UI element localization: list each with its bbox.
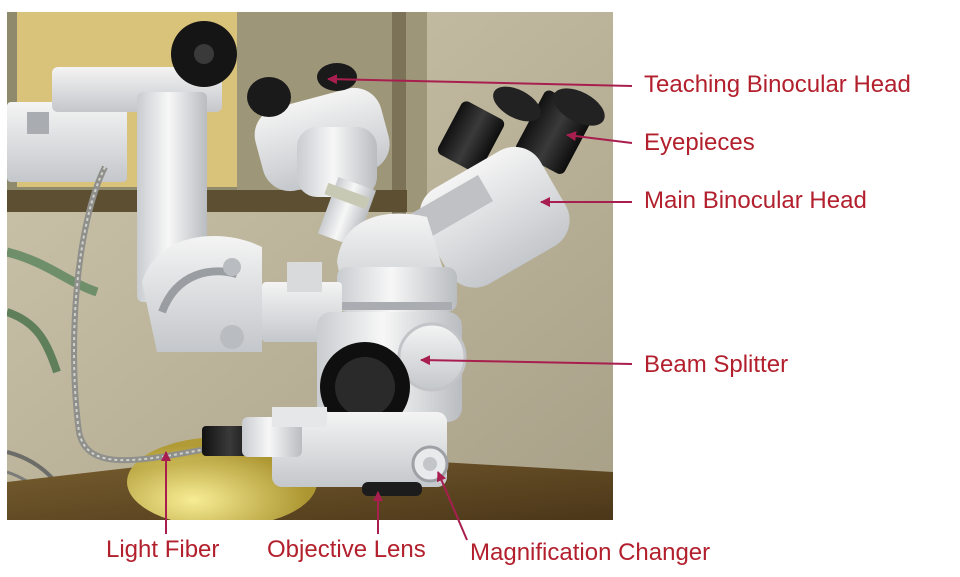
teaching-head-assembly	[247, 63, 390, 248]
beam-splitter-cap	[397, 322, 467, 392]
microscope-photo	[7, 12, 613, 520]
label-objective-lens: Objective Lens	[267, 536, 426, 563]
main-head-assembly	[395, 86, 605, 288]
label-teaching-binocular-head: Teaching Binocular Head	[644, 71, 911, 98]
label-light-fiber: Light Fiber	[106, 536, 220, 563]
light-glow	[127, 437, 317, 520]
label-eyepieces: Eyepieces	[644, 129, 755, 156]
objective-lens-housing	[362, 482, 422, 496]
label-magnification-changer: Magnification Changer	[470, 539, 711, 566]
label-main-binocular-head: Main Binocular Head	[644, 187, 867, 214]
mounting-bracket	[7, 102, 127, 182]
label-beam-splitter: Beam Splitter	[644, 351, 789, 378]
lower-housing	[272, 412, 447, 487]
green-tubing	[7, 247, 99, 297]
